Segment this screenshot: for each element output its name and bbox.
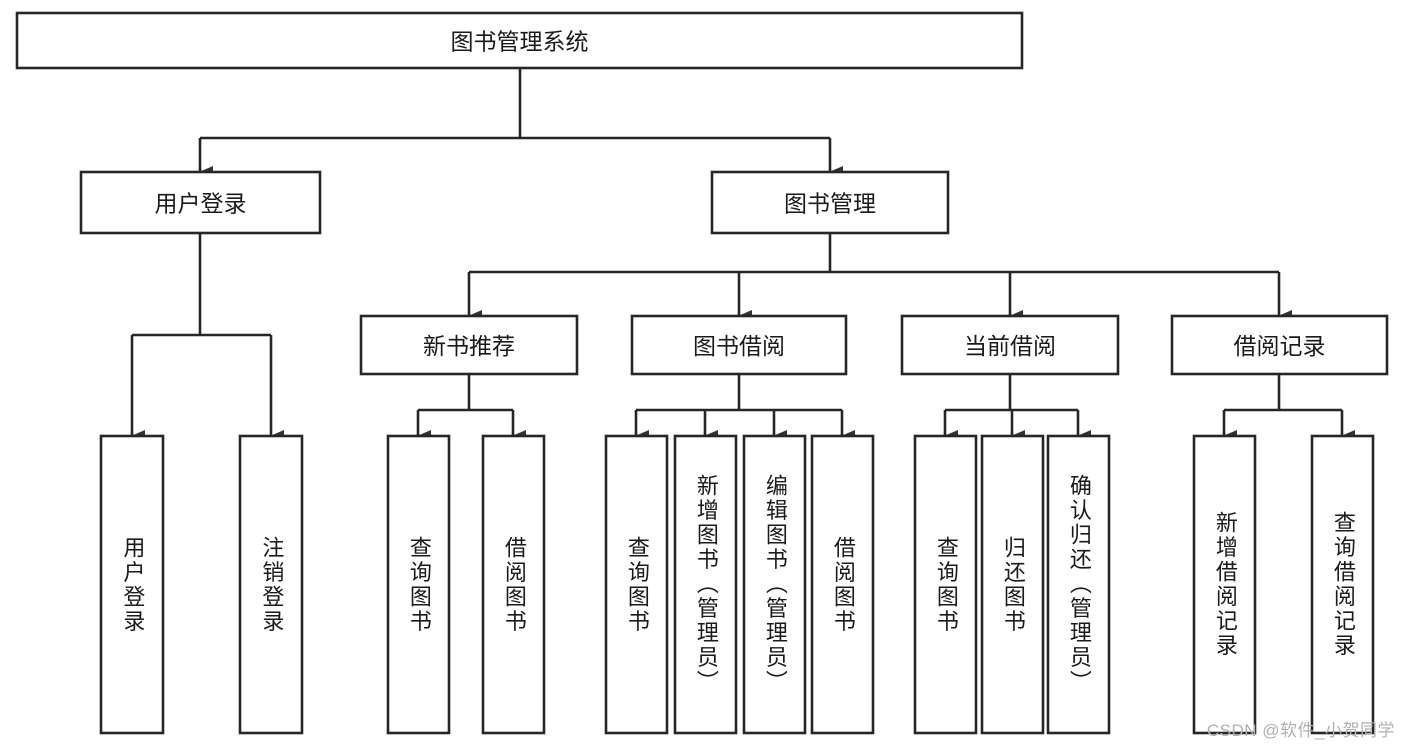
node-level3-0[interactable]: 新书推荐 (359, 314, 579, 376)
node-level3-1-label: 图书借阅 (693, 333, 785, 359)
node-leaf-8-rect[interactable] (913, 434, 978, 735)
node-leaf-12-rect[interactable] (1310, 434, 1375, 735)
node-level3-2[interactable]: 当前借阅 (900, 314, 1120, 376)
node-leaf-1-rect[interactable] (238, 434, 304, 735)
node-level2-1[interactable]: 图书管理 (710, 170, 950, 235)
node-level2-0-rect (79, 170, 322, 235)
node-leaf-11-rect[interactable] (1192, 434, 1257, 735)
node-level2-1-rect (710, 170, 950, 235)
node-level2-0[interactable]: 用户登录 (79, 170, 322, 235)
node-root-label: 图书管理系统 (451, 29, 589, 55)
node-leaf-3-rect[interactable] (481, 434, 546, 735)
connector-layer (130, 68, 1355, 442)
node-level3-3-rect (1170, 314, 1389, 376)
node-level3-3-label: 借阅记录 (1234, 333, 1326, 359)
watermark-text: CSDN @软件_小贺同学 (1206, 721, 1395, 740)
node-level3-3[interactable]: 借阅记录 (1170, 314, 1389, 376)
node-level3-2-rect (900, 314, 1120, 376)
node-leaf-9-rect[interactable] (980, 434, 1045, 735)
node-leaf-10-rect[interactable] (1046, 434, 1111, 735)
node-level2-0-label: 用户登录 (155, 191, 247, 217)
node-leaf-4-rect[interactable] (604, 434, 669, 735)
node-root[interactable]: 图书管理系统 (15, 11, 1024, 70)
node-level3-1-rect (630, 314, 848, 376)
node-level3-0-label: 新书推荐 (423, 333, 515, 359)
node-leaf-2-rect[interactable] (386, 434, 451, 735)
node-root-rect (15, 11, 1024, 70)
node-level3-0-rect (359, 314, 579, 376)
node-level3-1[interactable]: 图书借阅 (630, 314, 848, 376)
node-leaf-6-rect[interactable] (742, 434, 807, 735)
node-leaf-0-rect[interactable] (99, 434, 165, 735)
node-level2-1-label: 图书管理 (784, 191, 876, 217)
node-leaf-7-rect[interactable] (810, 434, 875, 735)
node-level3-2-label: 当前借阅 (964, 333, 1056, 359)
node-leaf-5-rect[interactable] (673, 434, 738, 735)
